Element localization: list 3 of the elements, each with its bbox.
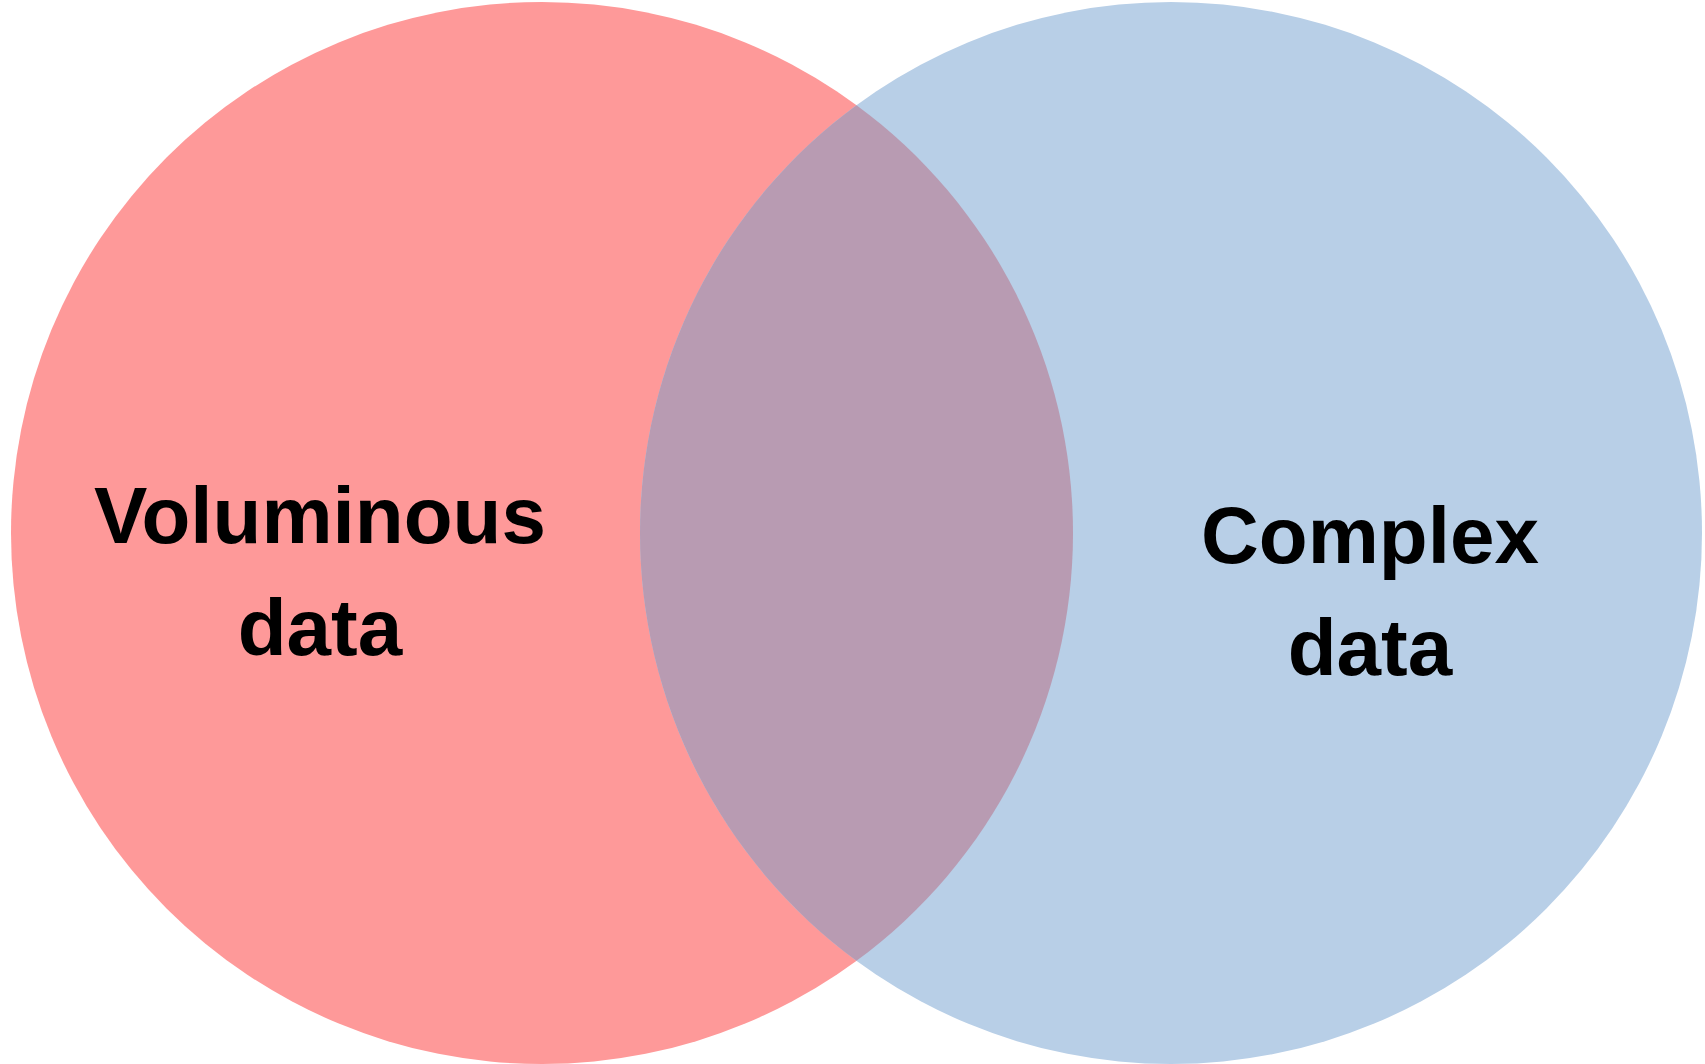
circle-label: Voluminous data <box>93 470 547 674</box>
overlap-region <box>641 105 1072 961</box>
circle-label: Complex data <box>1200 490 1540 694</box>
